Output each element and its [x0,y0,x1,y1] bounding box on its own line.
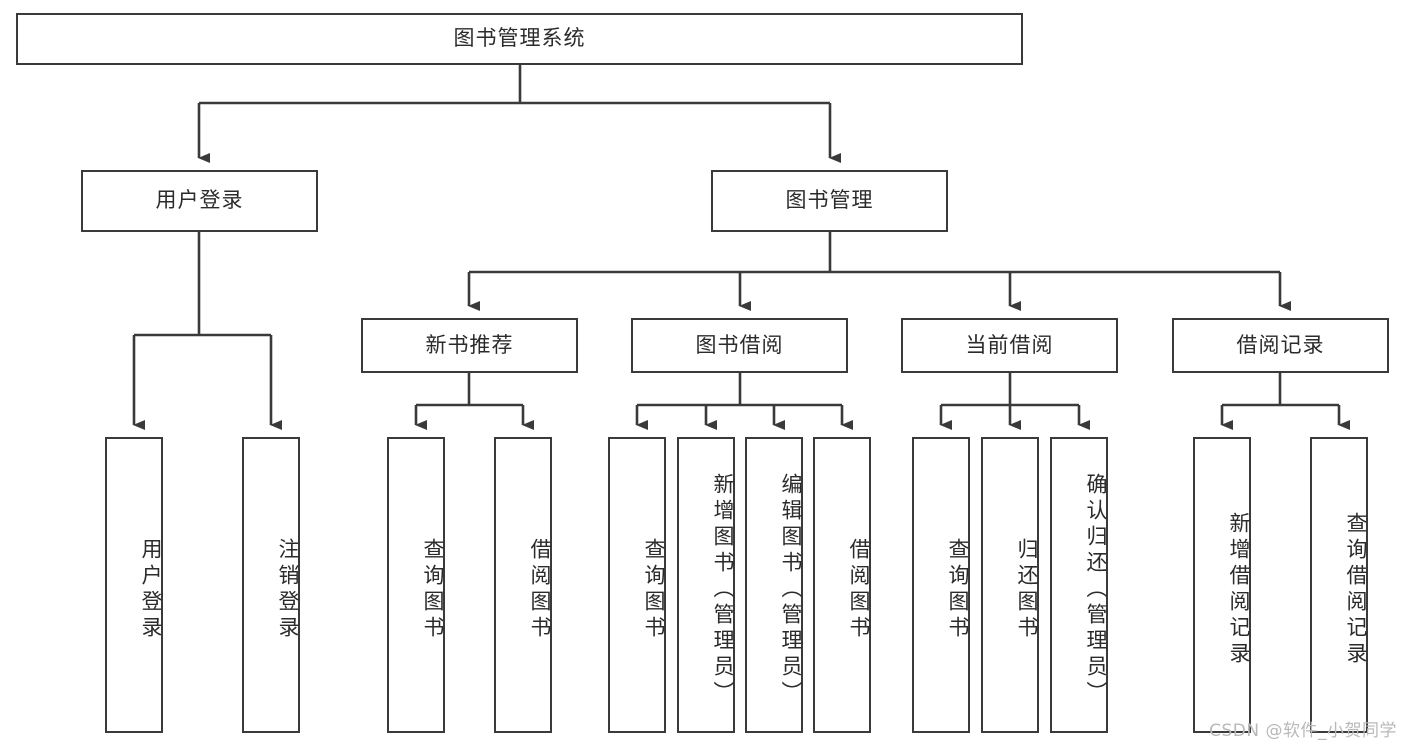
node-leaf-bb-edit-book-admin[interactable]: 编辑图书（管理员） [745,437,803,733]
node-label: 图书借阅 [695,332,784,357]
node-leaf-cb-return-book[interactable]: 归还图书 [981,437,1039,733]
node-leaf-nbr-query-book[interactable]: 查询图书 [387,437,445,733]
node-user-login[interactable]: 用户登录 [81,170,318,232]
node-label: 归还图书 [1015,538,1039,642]
node-leaf-nbr-borrow-book[interactable]: 借阅图书 [494,437,552,733]
node-label: 借阅记录 [1236,332,1325,357]
node-label: 图书管理系统 [453,26,586,51]
node-label: 查询图书 [421,538,445,642]
node-leaf-cb-query-book[interactable]: 查询图书 [912,437,970,733]
node-label: 新增借阅记录 [1227,512,1251,668]
node-root-book-management-system[interactable]: 图书管理系统 [16,13,1023,65]
node-leaf-br-query-record[interactable]: 查询借阅记录 [1310,437,1368,733]
node-leaf-bb-query-book[interactable]: 查询图书 [608,437,666,733]
node-label: 注销登录 [276,538,300,642]
node-leaf-user-login[interactable]: 用户登录 [105,437,163,733]
node-leaf-br-add-record[interactable]: 新增借阅记录 [1193,437,1251,733]
node-label: 用户登录 [155,188,244,213]
node-leaf-cb-confirm-return-admin[interactable]: 确认归还（管理员） [1050,437,1108,733]
node-label: 新书推荐 [425,332,514,357]
node-label: 查询图书 [642,538,666,642]
node-book-management[interactable]: 图书管理 [711,170,948,232]
node-leaf-bb-add-book-admin[interactable]: 新增图书（管理员） [677,437,735,733]
node-label: 图书管理 [785,188,874,213]
node-leaf-logout[interactable]: 注销登录 [242,437,300,733]
node-label: 编辑图书（管理员） [779,473,803,707]
node-label: 确认归还（管理员） [1084,473,1108,707]
node-borrow-record[interactable]: 借阅记录 [1172,318,1389,373]
node-book-borrow[interactable]: 图书借阅 [631,318,848,373]
node-label: 借阅图书 [847,538,871,642]
node-label: 新增图书（管理员） [711,473,735,707]
node-label: 查询图书 [946,538,970,642]
node-label: 借阅图书 [528,538,552,642]
node-new-book-recommend[interactable]: 新书推荐 [361,318,578,373]
node-leaf-bb-borrow-book[interactable]: 借阅图书 [813,437,871,733]
node-current-borrow[interactable]: 当前借阅 [901,318,1118,373]
node-label: 查询借阅记录 [1344,512,1368,668]
node-label: 用户登录 [139,538,163,642]
node-label: 当前借阅 [965,332,1054,357]
